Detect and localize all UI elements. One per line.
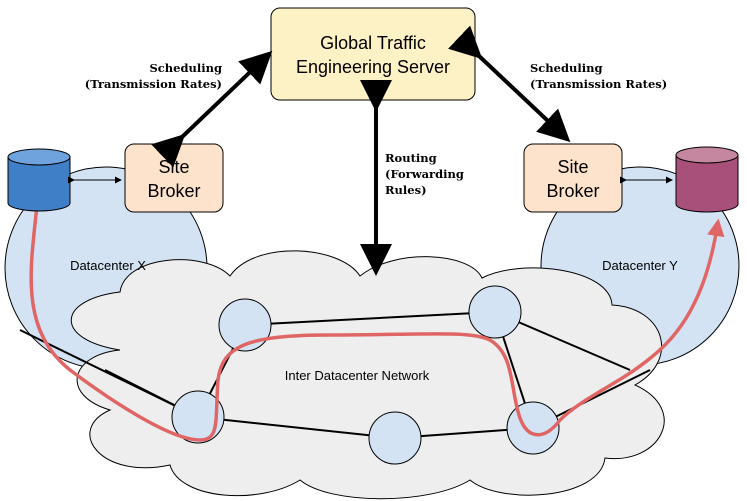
site-broker-right [523, 143, 623, 213]
routing-label-line1: Routing [385, 151, 437, 165]
scheduling-label-left-line2: (Transmission Rates) [85, 77, 222, 91]
broker-right-line2: Broker [546, 181, 599, 201]
scheduling-label-right-line1: Scheduling [530, 61, 603, 75]
server-title-line1: Global Traffic [320, 33, 426, 53]
network-node [218, 298, 272, 352]
routing-label-line2: (Forwarding [385, 167, 464, 181]
scheduling-label-left-line1: Scheduling [149, 61, 222, 75]
database-icon-left [7, 148, 71, 212]
scheduling-arrow-left [151, 50, 273, 168]
broker-right-line1: Site [557, 157, 588, 177]
datacenter-x-label: Datacenter X [70, 258, 146, 273]
global-server-box [270, 7, 476, 101]
database-icon-right [675, 146, 739, 213]
broker-left-line2: Broker [147, 181, 200, 201]
scheduling-label-right-line2: (Transmission Rates) [530, 77, 667, 91]
network-node [468, 285, 522, 339]
site-broker-left [124, 143, 224, 213]
network-label: Inter Datacenter Network [285, 368, 430, 383]
scheduling-arrow-right [448, 25, 571, 143]
routing-label-line3: Rules) [385, 183, 427, 197]
server-title-line2: Engineering Server [296, 57, 450, 77]
flow-path [29, 205, 725, 442]
broker-left-line1: Site [158, 157, 189, 177]
datacenter-y-label: Datacenter Y [602, 258, 678, 273]
network-node [171, 390, 225, 444]
network-node [368, 411, 422, 465]
